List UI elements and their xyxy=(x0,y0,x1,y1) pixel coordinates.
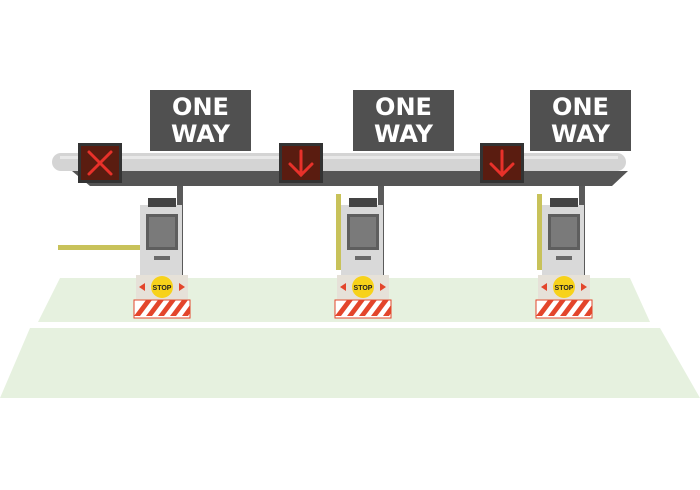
booth-top xyxy=(349,198,377,207)
canopy xyxy=(52,153,628,186)
lane-signal-closed xyxy=(78,143,122,183)
stop-disc xyxy=(553,276,575,298)
stop-label: STOP xyxy=(153,285,172,292)
booth-window-inner xyxy=(350,217,376,247)
stop-disc xyxy=(352,276,374,298)
arrow-down-icon xyxy=(288,149,314,178)
booth-slot xyxy=(355,256,371,260)
one-way-sign: ONE WAY xyxy=(530,90,631,151)
left-indicator-icon xyxy=(139,283,145,291)
canopy-shadow xyxy=(72,171,628,186)
sign-line-2: WAY xyxy=(374,120,434,148)
arrow-down-icon xyxy=(489,149,515,178)
right-indicator-icon xyxy=(179,283,185,291)
canopy-beam-highlight xyxy=(60,156,618,159)
sign-line-1: ONE xyxy=(375,93,432,121)
hazard-stripes xyxy=(133,299,191,319)
barrier-arm-horizontal xyxy=(58,245,142,250)
hazard-stripes xyxy=(535,299,593,319)
lane-signal-open xyxy=(279,143,323,183)
one-way-sign: ONE WAY xyxy=(353,90,454,151)
booth-top xyxy=(550,198,578,207)
barrier-arm-vertical xyxy=(336,194,341,270)
left-indicator-icon xyxy=(541,283,547,291)
sign-line-2: WAY xyxy=(171,120,231,148)
sign-line-1: ONE xyxy=(172,93,229,121)
sign-board xyxy=(530,90,631,151)
barrier-arm-vertical xyxy=(537,194,542,270)
toll-booth: STOP xyxy=(133,198,191,319)
canopy-beam xyxy=(52,153,626,171)
one-way-sign: ONE WAY xyxy=(150,90,251,151)
left-indicator-icon xyxy=(340,283,346,291)
lane-lower xyxy=(0,328,700,398)
stop-label: STOP xyxy=(354,285,373,292)
toll-booth: STOP xyxy=(535,194,593,319)
toll-booth: STOP xyxy=(334,194,392,319)
hazard-stripes xyxy=(334,299,392,319)
sign-line-1: ONE xyxy=(552,93,609,121)
right-indicator-icon xyxy=(380,283,386,291)
right-indicator-icon xyxy=(581,283,587,291)
booth-window-inner xyxy=(149,217,175,247)
booth-slot xyxy=(556,256,572,260)
booth-top xyxy=(148,198,176,207)
lane-signal-open xyxy=(480,143,524,183)
sign-line-2: WAY xyxy=(551,120,611,148)
booth-window-inner xyxy=(551,217,577,247)
stop-label: STOP xyxy=(555,285,574,292)
x-mark-icon xyxy=(87,150,113,176)
sign-board xyxy=(353,90,454,151)
sign-board xyxy=(150,90,251,151)
stop-disc xyxy=(151,276,173,298)
booth-slot xyxy=(154,256,170,260)
